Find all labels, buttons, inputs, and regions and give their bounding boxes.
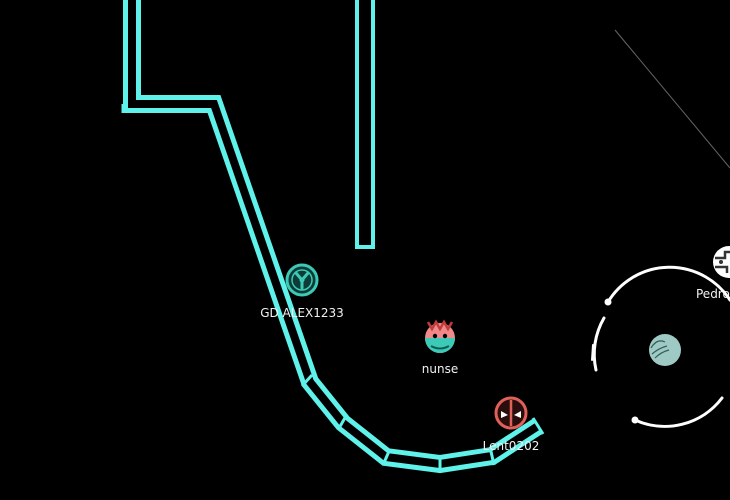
track-walls (121, 0, 545, 474)
self-ball-icon (649, 334, 681, 366)
player-lent0202[interactable]: Lent0202 (483, 396, 540, 453)
creature-face-icon (425, 319, 455, 353)
player-nunse[interactable]: nunse (422, 319, 458, 376)
player-gd-alex1233[interactable]: GD ALEX1233 (260, 263, 344, 320)
left-track-wall (121, 0, 545, 474)
self-player[interactable] (591, 265, 730, 428)
player-name-label: GD ALEX1233 (260, 306, 344, 320)
orbit-ring (591, 265, 730, 428)
patterned-orb-icon (713, 246, 730, 278)
center-pillar-wall (355, 0, 375, 249)
diagonal-guide-line (614, 29, 730, 169)
masked-face-icon (494, 396, 528, 430)
player-name-label: Lent0202 (483, 439, 540, 453)
player-name-label: nunse (422, 362, 458, 376)
triple-claw-emblem-icon (285, 263, 319, 297)
